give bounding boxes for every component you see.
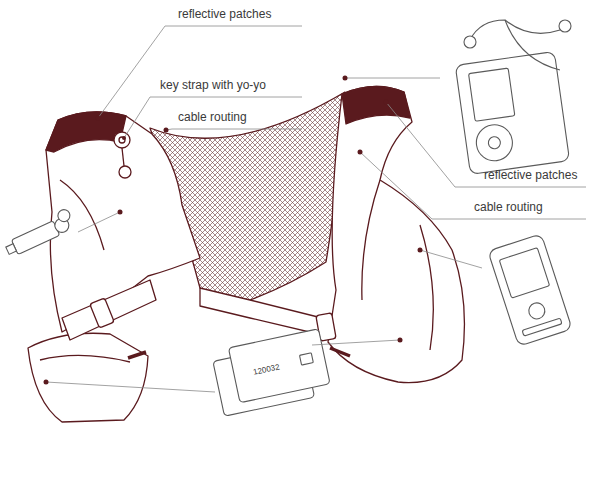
callout-label: cable routing — [178, 110, 247, 124]
callout-label: cable routing — [474, 200, 543, 214]
callout-label: reflective patches — [178, 7, 271, 21]
callout-label: reflective patches — [484, 168, 577, 182]
callout-label: key strap with yo-yo — [160, 78, 266, 92]
